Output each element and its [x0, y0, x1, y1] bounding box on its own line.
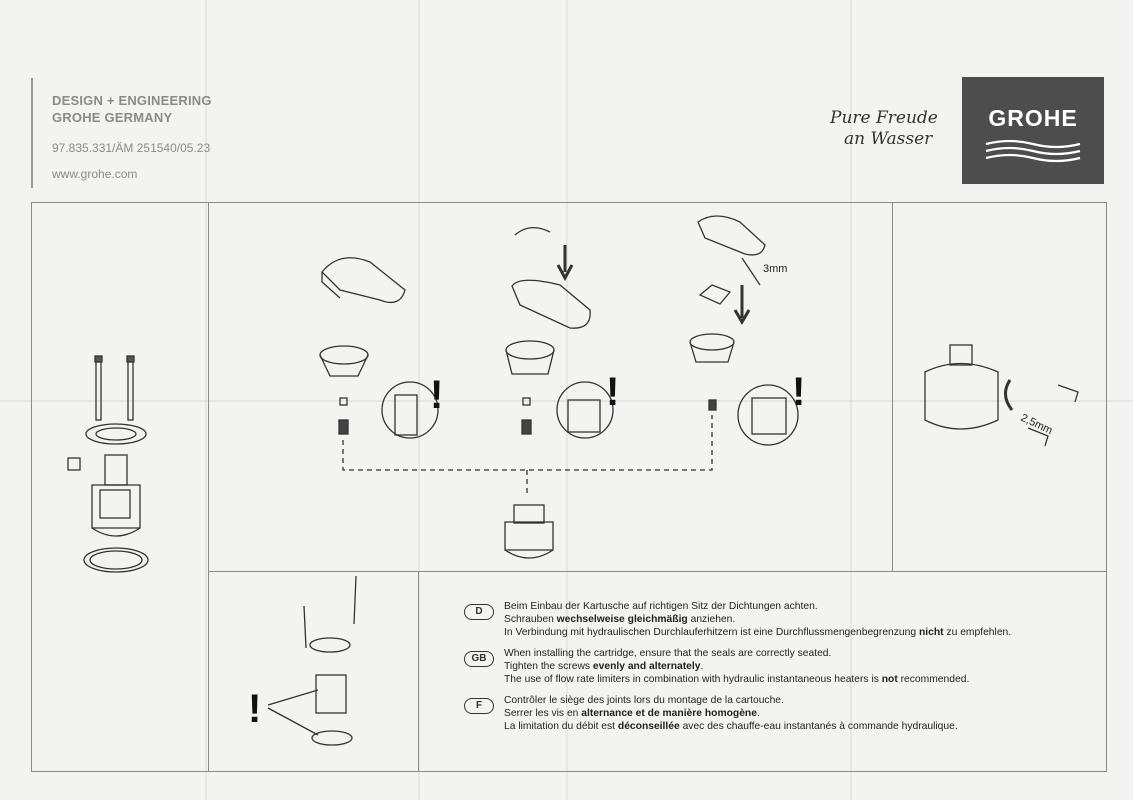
cartridge-exploded-view	[67, 355, 149, 573]
brand-block: DESIGN + ENGINEERING GROHE GERMANY	[52, 92, 212, 126]
note-line: When installing the cartridge, ensure th…	[504, 648, 832, 659]
note-line: The use of flow rate limiters in combina…	[504, 674, 970, 685]
detail-circle	[556, 381, 614, 439]
grohe-logo: GROHE	[962, 77, 1104, 184]
warning-icon: !	[430, 373, 443, 417]
language-badge: F	[464, 698, 494, 714]
header-rule	[31, 78, 33, 188]
note-line: Beim Einbau der Kartusche auf richtigen …	[504, 601, 818, 612]
water-waves-icon	[985, 139, 1081, 163]
note-fr: F Contrôler le siège des joints lors du …	[460, 694, 1100, 733]
instruction-frame	[31, 202, 1107, 772]
cartridge-mounting-view	[267, 575, 357, 746]
paper-crease	[850, 0, 852, 800]
logo-text: GROHE	[988, 105, 1078, 131]
panel-divider	[208, 202, 209, 772]
website-link: www.grohe.com	[52, 167, 138, 181]
panel-divider	[892, 202, 893, 572]
warning-icon: !	[606, 370, 619, 414]
note-gb: GB When installing the cartridge, ensure…	[460, 647, 1100, 686]
paper-crease	[205, 0, 207, 800]
note-line: Contrôler le siège des joints lors du mo…	[504, 695, 784, 706]
cartridge-body	[504, 504, 554, 559]
slogan-line-2: an Wasser	[844, 129, 933, 149]
note-line: Tighten the screws evenly and alternatel…	[504, 661, 704, 672]
note-line: Serrer les vis en alternance et de maniè…	[504, 708, 760, 719]
note-line: In Verbindung mit hydraulischen Durchlau…	[504, 627, 1012, 638]
note-de: D Beim Einbau der Kartusche auf richtige…	[460, 600, 1100, 639]
lever-handle-1	[319, 257, 406, 435]
slogan-line-1: Pure Freude	[830, 108, 938, 128]
brand-line-2: GROHE GERMANY	[52, 110, 173, 125]
paper-crease	[0, 400, 1133, 402]
note-line: Schrauben wechselweise gleichmäßig anzie…	[504, 614, 736, 625]
document-number: 97.835.331/ÄM 251540/05.23	[52, 141, 211, 155]
brand-line-1: DESIGN + ENGINEERING	[52, 93, 212, 108]
detail-circle	[737, 384, 799, 446]
language-badge: GB	[464, 651, 494, 667]
paper-crease	[418, 0, 420, 800]
slogan: Pure Freude an Wasser	[830, 108, 938, 150]
square-spindle	[567, 399, 601, 433]
lever-handle-2	[505, 227, 591, 435]
spline-spindle	[394, 394, 418, 436]
paper-crease	[566, 0, 568, 800]
note-line: La limitation du débit est déconseillée …	[504, 721, 958, 732]
panel-divider	[418, 571, 419, 772]
warning-icon: !	[792, 370, 805, 414]
cartridge-with-hex-key	[924, 344, 1079, 447]
installation-notes: D Beim Einbau der Kartusche auf richtige…	[460, 600, 1100, 741]
warning-icon: !	[248, 687, 261, 731]
detail-circle	[381, 381, 439, 439]
lever-handle-3	[689, 215, 766, 411]
panel-divider	[208, 571, 1107, 572]
allen-key-label: 3mm	[763, 263, 787, 275]
hex-key-label: 2,5mm	[1019, 412, 1055, 437]
cartridge-socket	[751, 397, 787, 435]
language-badge: D	[464, 604, 494, 620]
